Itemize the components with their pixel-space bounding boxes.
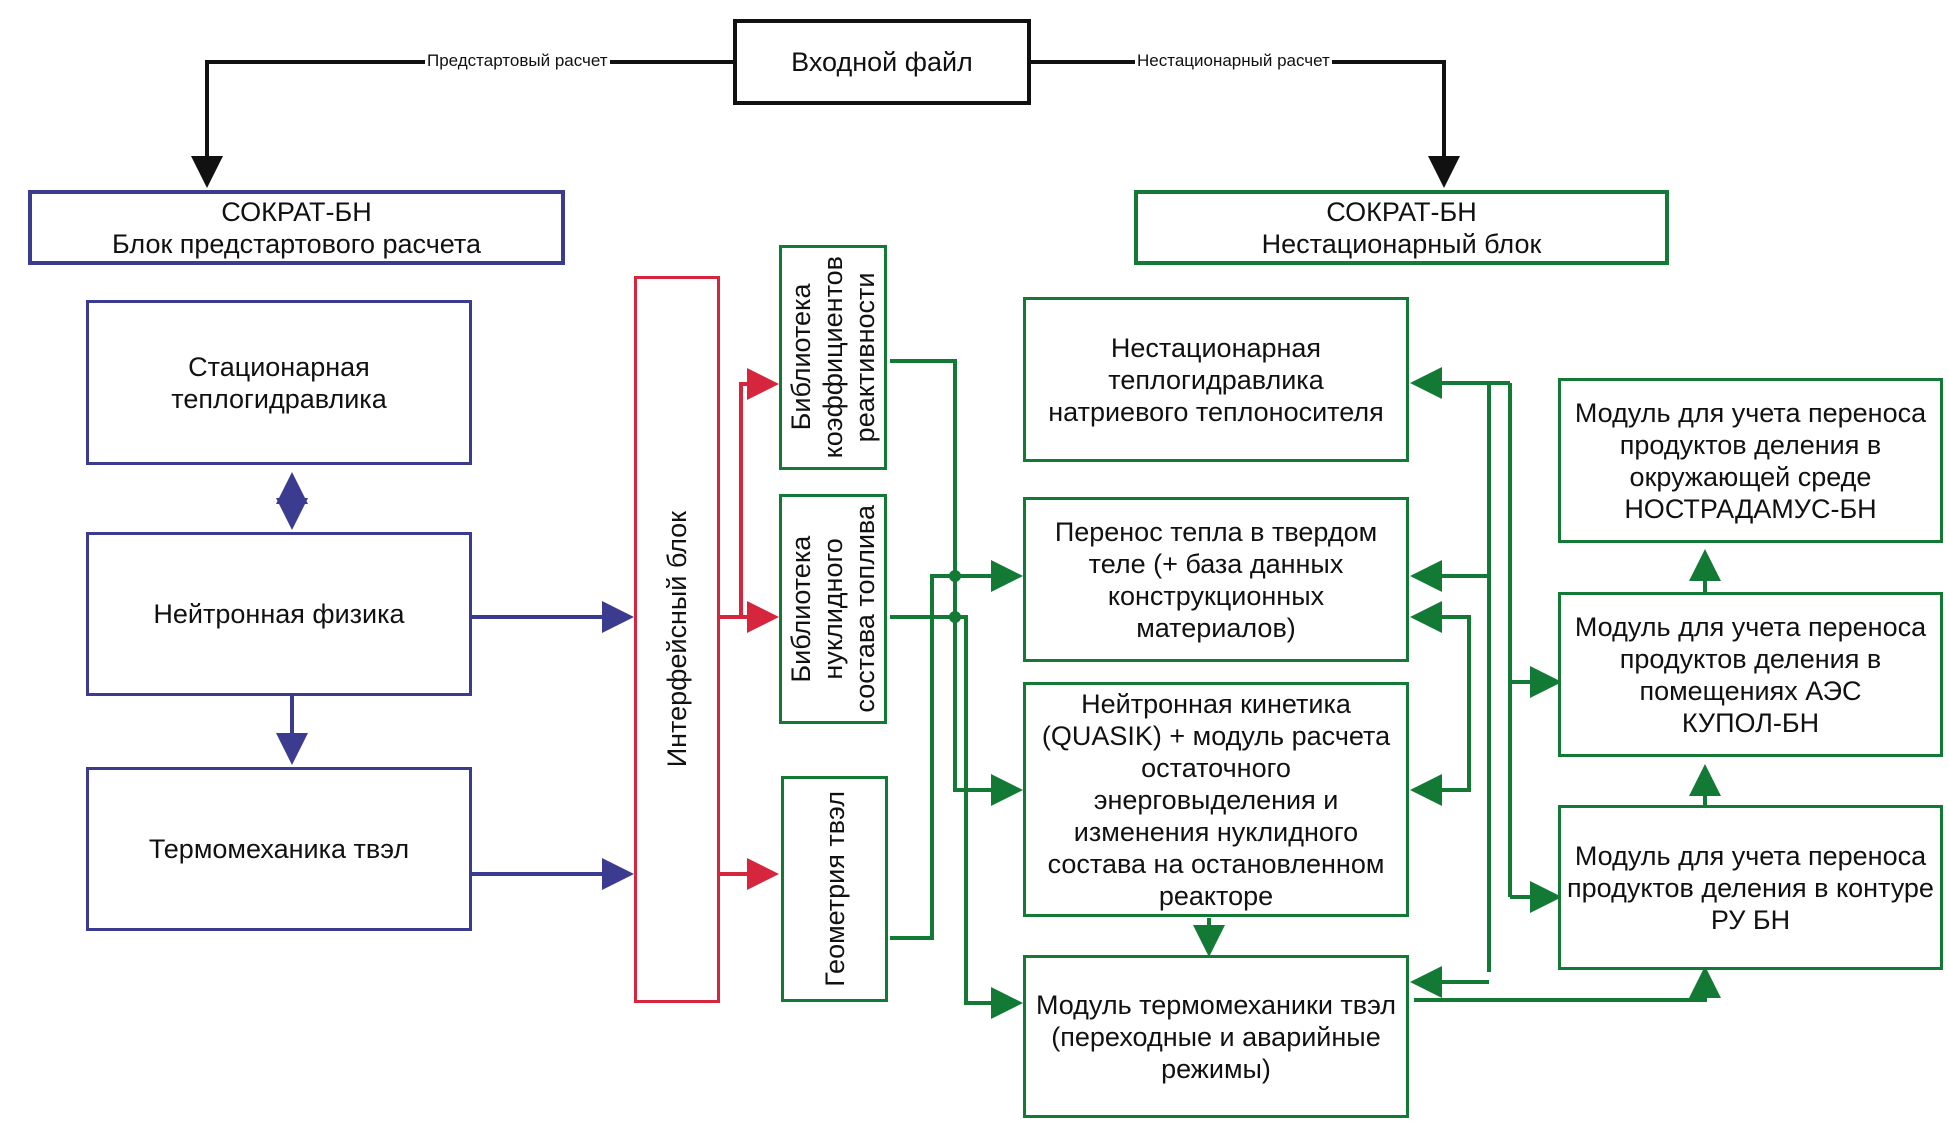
stationary-th-box: Стационарная теплогидравлика [86, 300, 472, 465]
transient-header-box: СОКРАТ-БН Нестационарный блок [1134, 190, 1669, 265]
interface-block-box: Интерфейсный блок [634, 276, 720, 1003]
module-env-box: Модуль для учета переноса продуктов деле… [1558, 378, 1943, 543]
interface-block-label: Интерфейсный блок [662, 511, 692, 768]
lib-reactivity-label: Библиотека коэффициентов реактивности [786, 256, 880, 459]
arrow-input-to-transient [1031, 60, 1460, 188]
neutron-kinetics-box: Нейтронная кинетика (QUASIK) + модуль ра… [1023, 682, 1409, 917]
arrow-nuclide-thermomech [890, 615, 1023, 1019]
edge-label-presim: Предстартовый расчет [425, 51, 610, 71]
transient-th-box: Нестационарная теплогидравлика натриевог… [1023, 297, 1409, 462]
arrow-interface-reactivity [720, 368, 779, 619]
module-circuit-box: Модуль для учета переноса продуктов деле… [1558, 805, 1943, 970]
fuel-thermomech-module-box: Модуль термомеханики твэл (переходные и … [1023, 955, 1409, 1118]
junction-dot [949, 611, 961, 623]
presim-header-box: СОКРАТ-БН Блок предстартового расчета [28, 190, 565, 265]
junction-dots [949, 570, 961, 623]
arrow-input-to-presim [191, 60, 733, 188]
transient-arrows [890, 359, 1721, 1019]
neutron-physics-box: Нейтронная физика [86, 532, 472, 696]
interface-arrows [720, 368, 779, 890]
arrow-geometry-heat [890, 560, 1023, 940]
presim-arrows [276, 472, 634, 890]
edge-label-transient: Нестационарный расчет [1135, 51, 1332, 71]
fuel-geometry-box: Геометрия твэл [781, 776, 888, 1002]
fuel-thermomech-box: Термомеханика твэл [86, 767, 472, 931]
arrow-heat-kinetics [1410, 601, 1471, 806]
lib-nuclide-box: Библиотека нуклидного состава топлива [779, 494, 887, 724]
lib-nuclide-label: Библиотека нуклидного состава топлива [786, 505, 880, 713]
fuel-geometry-label: Геометрия твэл [819, 791, 850, 987]
arrow-thermomech-circuit [1414, 966, 1721, 1002]
junction-dot [949, 570, 961, 582]
heat-transfer-box: Перенос тепла в твердом теле (+ база дан… [1023, 497, 1409, 662]
module-npp-box: Модуль для учета переноса продуктов деле… [1558, 592, 1943, 757]
lib-reactivity-box: Библиотека коэффициентов реактивности [779, 245, 887, 470]
input-file-box: Входной файл [733, 19, 1031, 105]
